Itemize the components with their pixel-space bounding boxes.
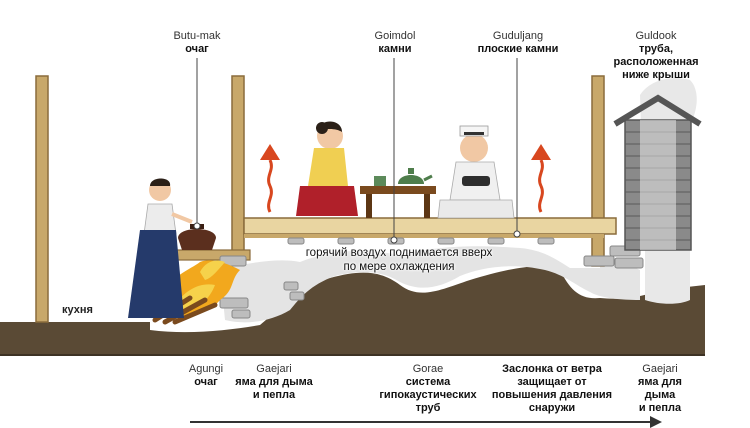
label-guldook-ru1: труба, bbox=[638, 43, 674, 55]
kitchen-woman bbox=[128, 178, 193, 318]
label-guldook-ru2: расположенная bbox=[613, 56, 699, 68]
post-center bbox=[231, 75, 245, 257]
label-gaejari-left: Gaejari яма для дыма и пепла bbox=[232, 363, 316, 402]
label-gaejari-left-ru1: яма для дыма bbox=[235, 376, 313, 388]
tea-table bbox=[360, 168, 436, 218]
label-butumak-en: Butu-mak bbox=[173, 30, 221, 42]
label-gaejari-left-ru2: и пепла bbox=[252, 389, 296, 401]
leader-lines bbox=[193, 58, 521, 244]
label-gorae-en: Gorae bbox=[412, 363, 444, 375]
label-guldook: Guldook труба, расположенная ниже крыши bbox=[603, 30, 709, 82]
label-gorae-ru2: гипокаустических bbox=[379, 389, 477, 401]
label-agungi: Agungi очаг bbox=[182, 363, 230, 389]
label-guduljang: Guduljang плоские камни bbox=[466, 30, 570, 56]
label-goimdol-ru: камни bbox=[378, 43, 412, 55]
label-gaejari-left-en: Gaejari bbox=[256, 363, 292, 375]
label-guduljang-ru: плоские камни bbox=[477, 43, 559, 55]
label-kitchen: кухня bbox=[62, 304, 93, 316]
ground-under-house bbox=[150, 266, 705, 355]
ground bbox=[0, 322, 150, 355]
heat-arrow-right bbox=[531, 144, 551, 213]
label-damper-ru1: Заслонка от ветра bbox=[502, 363, 602, 375]
smoke-channel bbox=[220, 246, 640, 323]
stone-steps bbox=[283, 281, 305, 301]
label-gaejari-right-ru3: и пепла bbox=[638, 402, 682, 414]
label-damper-ru2: защищает от bbox=[517, 376, 587, 388]
label-gaejari-right-ru1: яма для bbox=[638, 376, 682, 388]
heated-floor bbox=[243, 217, 617, 235]
label-hot-air-line2: по мере охлаждения bbox=[343, 261, 455, 273]
post-left bbox=[35, 75, 49, 323]
label-gaejari-right-ru2: дыма bbox=[644, 389, 676, 401]
chimney bbox=[613, 94, 702, 251]
woman-seated bbox=[296, 121, 358, 216]
label-goimdol: Goimdol камни bbox=[364, 30, 426, 56]
heat-arrow-left bbox=[260, 144, 280, 213]
support-stones bbox=[219, 237, 644, 319]
flow-arrow bbox=[190, 416, 662, 428]
label-gorae: Gorae система гипокаустических труб bbox=[372, 363, 484, 415]
label-butumak-ru: очаг bbox=[185, 43, 209, 55]
label-guldook-ru3: ниже крыши bbox=[622, 69, 690, 81]
label-agungi-en: Agungi bbox=[188, 363, 224, 375]
label-gorae-ru1: система bbox=[405, 376, 451, 388]
label-goimdol-en: Goimdol bbox=[374, 30, 416, 42]
label-hot-air: горячий воздух поднимается вверх по мере… bbox=[286, 246, 512, 274]
label-damper-ru4: снаружи bbox=[528, 402, 576, 414]
label-guldook-en: Guldook bbox=[635, 30, 677, 42]
label-agungi-ru: очаг bbox=[194, 376, 218, 388]
man-seated bbox=[437, 125, 515, 219]
label-damper-ru3: повышения давления bbox=[491, 389, 613, 401]
label-hot-air-line1: горячий воздух поднимается вверх bbox=[305, 247, 493, 259]
floor-base bbox=[244, 234, 604, 238]
label-butumak: Butu-mak очаг bbox=[166, 30, 228, 56]
label-guduljang-en: Guduljang bbox=[492, 30, 544, 42]
label-gorae-ru3: труб bbox=[415, 402, 441, 414]
label-damper: Заслонка от ветра защищает от повышения … bbox=[488, 363, 616, 415]
label-gaejari-right: Gaejari яма для дыма и пепла bbox=[628, 363, 692, 415]
label-gaejari-right-en: Gaejari bbox=[642, 363, 678, 375]
